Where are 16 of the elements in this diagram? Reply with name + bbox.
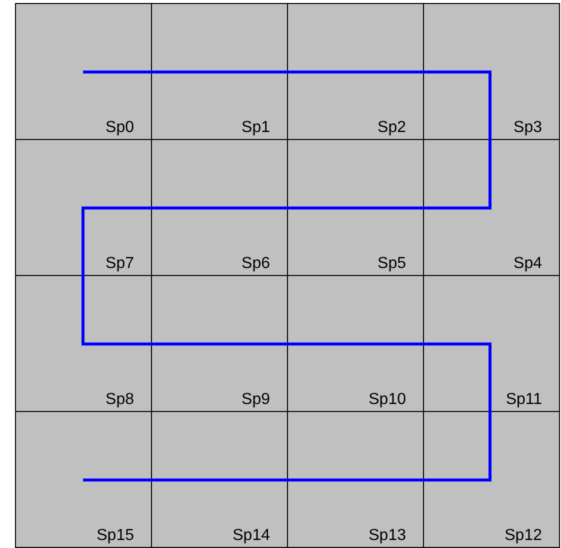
cell-label: Sp7 [106,254,134,274]
cell-label: Sp6 [242,254,270,274]
cell-label: Sp15 [96,526,134,546]
cell-label: Sp14 [232,526,270,546]
cell-label: Sp10 [368,390,406,410]
cell-label: Sp2 [378,118,406,138]
cell-label: Sp8 [106,390,134,410]
cell-label: Sp4 [514,254,542,274]
cell-label: Sp9 [242,390,270,410]
cell-label: Sp0 [106,118,134,138]
cell-label: Sp5 [378,254,406,274]
cell-label: Sp3 [514,118,542,138]
cell-label: Sp1 [242,118,270,138]
cell-label: Sp11 [506,390,542,410]
cell-label: Sp12 [504,526,542,546]
cell-label: Sp13 [368,526,406,546]
